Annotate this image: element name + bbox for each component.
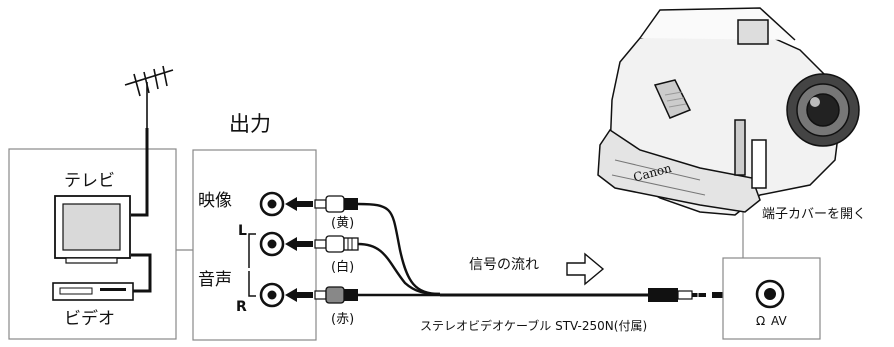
antenna-icon [124,65,174,128]
yellow-label: (黄) [331,216,355,231]
left-channel-label: L [238,223,247,239]
plug-red [314,286,358,304]
signal-flow-label: 信号の流れ [469,257,539,273]
tv-vcr-cable [131,253,152,293]
open-cover-label: 端子カバーを開く [762,207,867,222]
plug-yellow [314,195,358,213]
antenna-cable [131,128,149,217]
video-label: ビデオ [64,309,115,329]
av-terminal-label: AV [771,314,787,328]
av-jack-icon [755,279,785,309]
cable-name-label: ステレオビデオケーブル STV-250N(付属) [420,319,648,333]
output-label: 出力 [229,112,271,136]
jack-audio-l [259,231,285,257]
flow-arrow-icon [566,252,605,286]
camcorder-icon [597,7,860,216]
headphone-symbol: Ω [756,314,766,328]
right-channel-label: R [236,299,247,315]
tv-label: テレビ [64,171,115,191]
red-label: (赤) [331,312,355,327]
jack-audio-r [259,282,285,308]
jack-video [259,191,285,217]
vcr-icon [52,282,134,301]
mini-plug [648,288,706,302]
audio-label: 音声 [198,270,232,290]
plug-white [314,235,359,253]
picture-label: 映像 [198,191,232,211]
white-label: (白) [331,260,355,275]
tv-icon [54,195,131,264]
av-cable [357,202,648,297]
